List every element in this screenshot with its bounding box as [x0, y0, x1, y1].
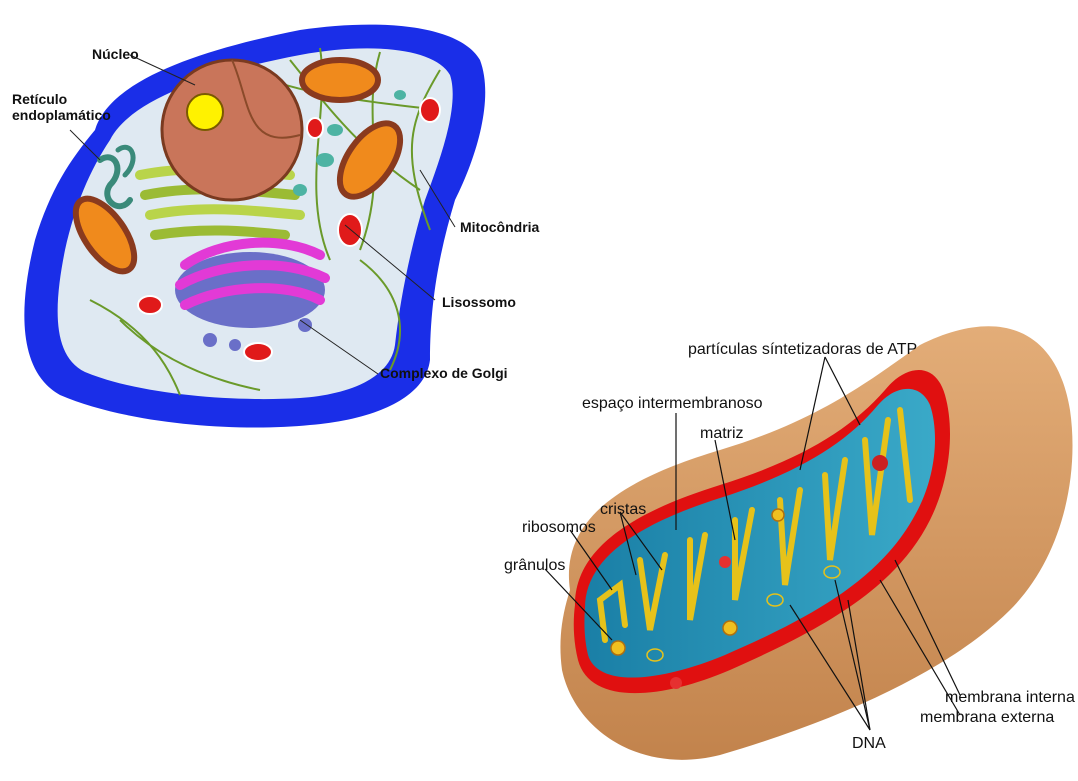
label-golgi: Complexo de Golgi	[380, 365, 508, 381]
label-intermembrane-space: espaço intermembranoso	[582, 395, 763, 412]
label-dna: DNA	[852, 735, 886, 752]
label-ribosomes: ribosomos	[522, 519, 596, 536]
label-mitochondrion: Mitocôndria	[460, 219, 540, 235]
label-matrix: matriz	[700, 425, 744, 442]
label-lysosome: Lisossomo	[442, 294, 516, 310]
nucleolus	[187, 94, 223, 130]
label-granules: grânulos	[504, 557, 565, 574]
label-outer-membrane: membrana externa	[920, 709, 1054, 726]
nucleus	[162, 60, 302, 200]
mitochondrion-diagram: partículas síntetizadoras de ATP espaço …	[504, 326, 1075, 760]
label-inner-membrane: membrana interna	[945, 689, 1075, 706]
label-nucleus: Núcleo	[92, 46, 139, 62]
label-atp-particles: partículas síntetizadoras de ATP	[688, 341, 917, 358]
label-er-line2: endoplamático	[12, 107, 111, 123]
label-cristae: cristas	[600, 501, 646, 518]
animal-cell-diagram: Núcleo Retículo endoplamático Mitocôndri…	[12, 25, 540, 428]
label-er-line1: Retículo	[12, 91, 67, 107]
